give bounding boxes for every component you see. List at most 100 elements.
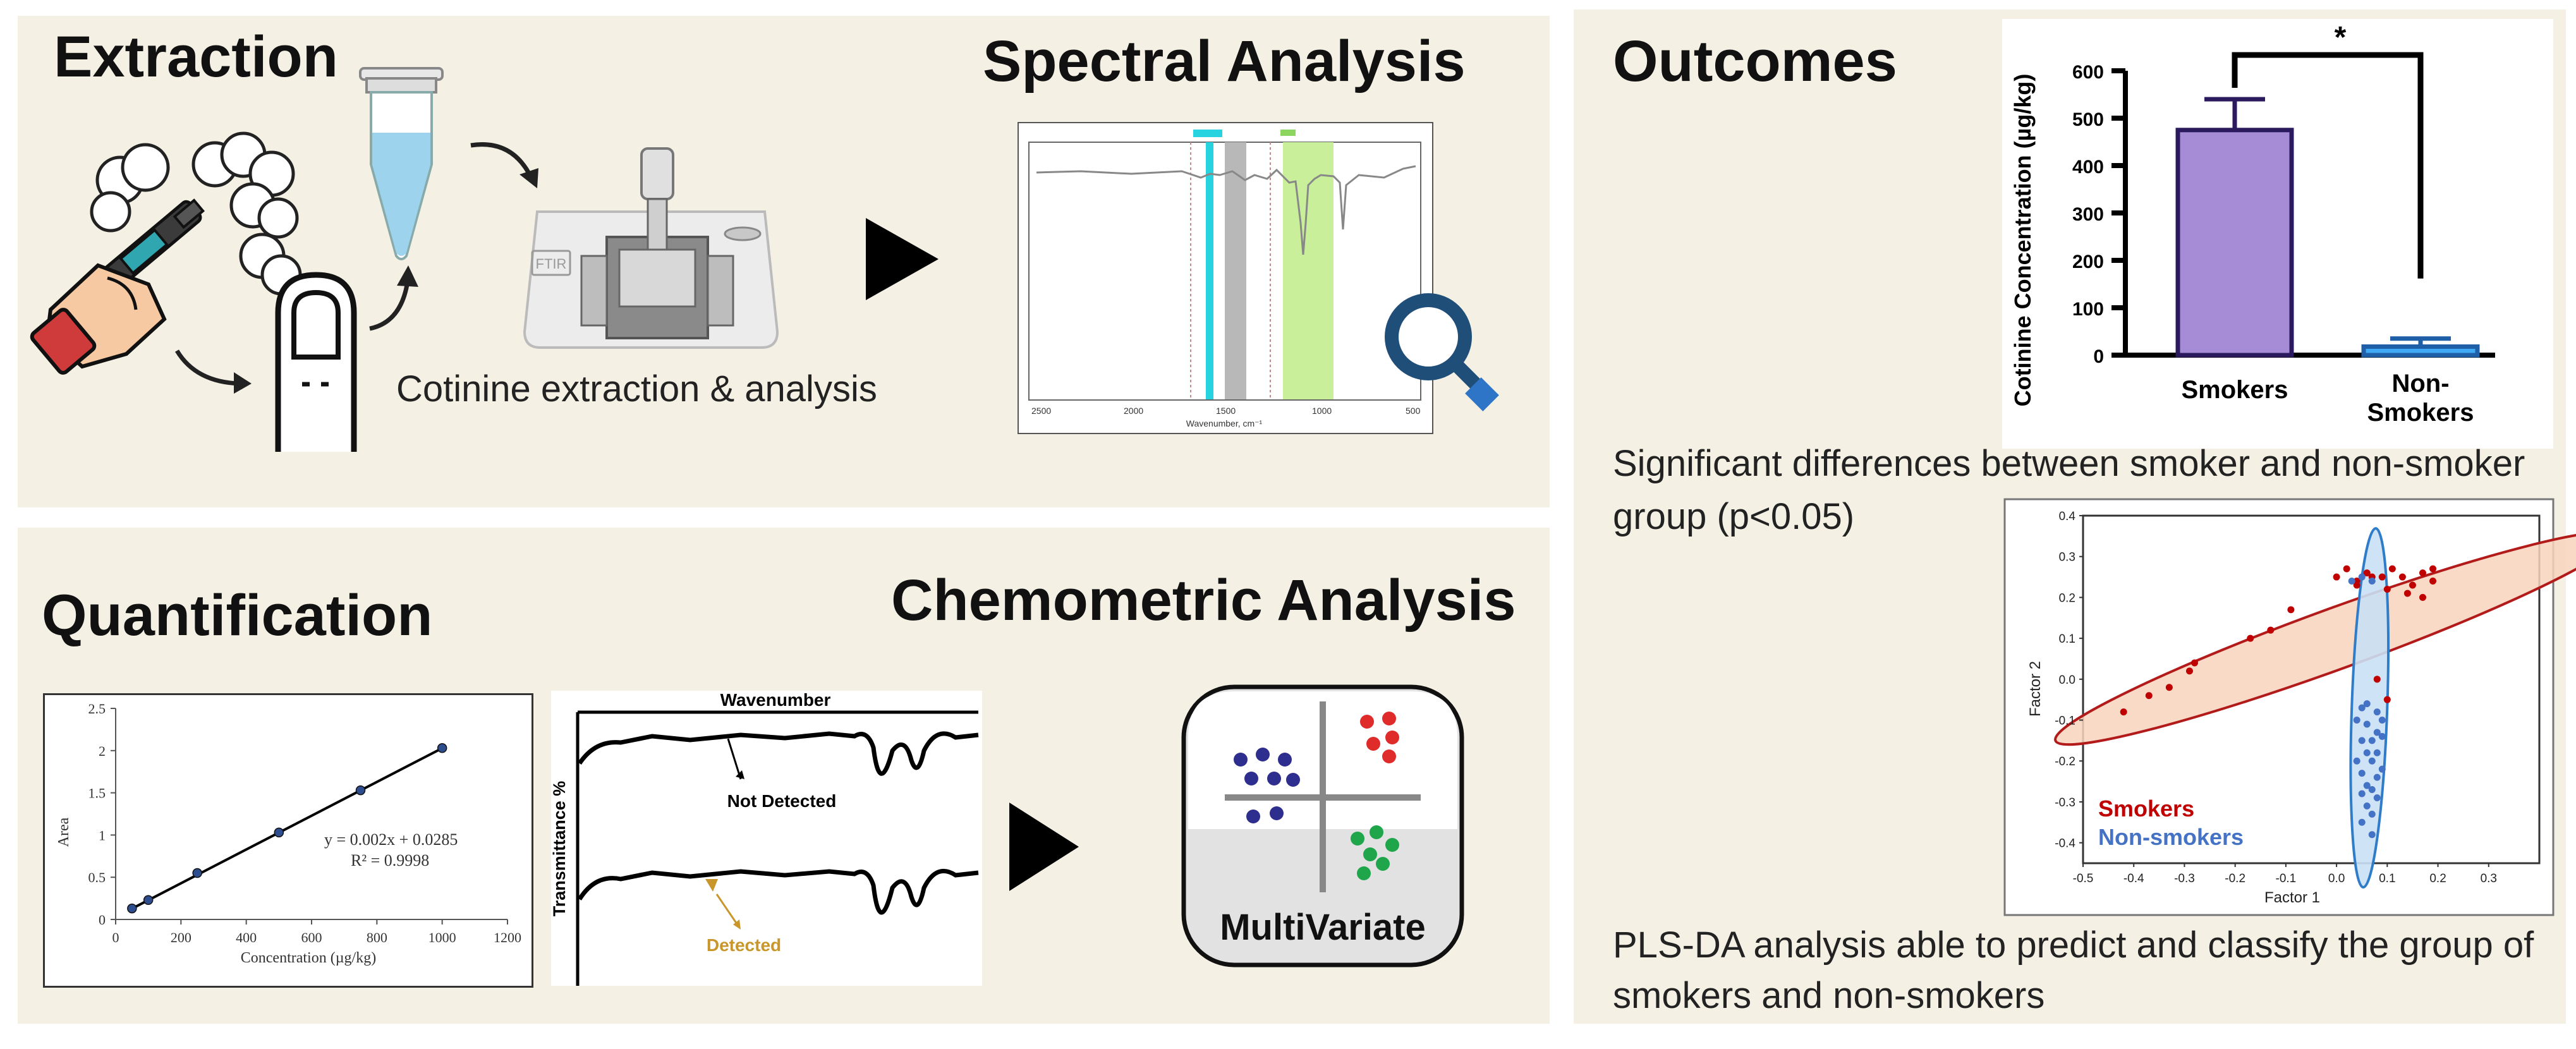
pls-xtick-label: -0.4 — [2123, 872, 2144, 885]
calibration-xtick-label: 400 — [236, 930, 257, 945]
smoker-point — [2165, 684, 2173, 691]
spectrum-tick: 2000 — [1124, 406, 1143, 416]
calibration-point — [274, 827, 284, 838]
bar-chart-ylabel: Cotinine Concentration (µg/kg) — [2010, 74, 2036, 407]
smoker-point — [2247, 634, 2254, 642]
calibration-xlabel: Concentration (µg/kg) — [241, 950, 376, 966]
calibration-point — [192, 868, 202, 878]
nonsmoker-point — [2353, 757, 2360, 765]
bar-category-label: Smokers — [2182, 376, 2288, 404]
smoker-point — [2419, 569, 2426, 577]
nonsmoker-point — [2363, 720, 2371, 728]
pls-xtick-label: 0.2 — [2429, 872, 2446, 885]
smoker-point — [2429, 565, 2437, 573]
pls-da-score-plot: -0.4-0.3-0.2-0.10.00.10.20.30.4 -0.5-0.4… — [2003, 498, 2576, 916]
smoker-point — [2363, 569, 2371, 577]
bar-ytick-label: 0 — [2093, 346, 2104, 367]
nonsmoker-point — [2378, 717, 2386, 724]
significance-star: * — [2335, 21, 2347, 54]
bar-ytick-label: 200 — [2072, 252, 2104, 272]
calibration-r2: R² = 0.9998 — [351, 851, 429, 870]
nonsmoker-point — [2373, 729, 2381, 736]
outcome-finding-plsda: PLS-DA analysis able to predict and clas… — [1613, 925, 2534, 1016]
pls-ytick-label: -0.2 — [2055, 755, 2075, 768]
pls-xtick-label: -0.1 — [2276, 872, 2297, 885]
extraction-caption: Cotinine extraction & analysis — [396, 368, 877, 409]
nonsmoker-point — [2373, 749, 2381, 756]
nonsmoker-point — [2358, 790, 2366, 797]
nonsmoker-point — [2358, 704, 2366, 712]
spectrum-tick: 2500 — [1031, 406, 1051, 416]
bar-ytick-label: 100 — [2072, 299, 2104, 320]
calibration-ytick-label: 2.5 — [88, 701, 106, 717]
spectrum-xlabel: Wavenumber, cm⁻¹ — [1186, 418, 1263, 428]
calibration-xtick-label: 600 — [301, 930, 322, 945]
arrow-icon — [174, 349, 252, 394]
detection-spectra: Wavenumber Transmittance % Not Detected … — [550, 690, 979, 986]
nonsmoker-point — [2373, 773, 2381, 781]
hand-illustration — [30, 263, 167, 375]
pls-xtick-label: 0.0 — [2328, 872, 2345, 885]
nonsmoker-point — [2353, 717, 2360, 724]
calibration-point — [143, 895, 154, 906]
nonsmoker-point — [2378, 732, 2386, 740]
smoker-point — [2145, 692, 2153, 700]
calibration-xtick-label: 1200 — [494, 930, 521, 945]
multivariate-label: MultiVariate — [1220, 907, 1426, 948]
bar-ytick-label: 600 — [2072, 62, 2104, 83]
outcome-finding-significance: Significant differences between smoker a… — [1613, 443, 2525, 537]
calibration-ytick-label: 1 — [99, 827, 106, 843]
smoker-point — [2333, 573, 2340, 581]
smoker-point — [2383, 585, 2391, 593]
smoker-point — [2185, 667, 2193, 675]
nonsmoker-point — [2348, 578, 2355, 585]
nonsmoker-point — [2368, 786, 2376, 794]
pls-legend-nonsmokers: Non-smokers — [2098, 824, 2244, 850]
smoker-point — [2409, 581, 2416, 589]
pls-legend-smokers: Smokers — [2098, 796, 2194, 822]
nonsmoker-point — [2358, 770, 2366, 777]
calibration-figure — [43, 693, 533, 988]
arrow-icon — [470, 142, 538, 188]
spectrum-tick: 1000 — [1312, 406, 1332, 416]
chemometric-title: Chemometric Analysis — [891, 568, 1516, 633]
calibration-point — [355, 785, 366, 796]
smoker-point — [2190, 659, 2198, 667]
nonsmoker-point — [2358, 573, 2366, 581]
bar — [2175, 128, 2294, 358]
pls-ytick-label: -0.4 — [2055, 837, 2075, 851]
calibration-xtick-label: 800 — [367, 930, 387, 945]
detected-label: Detected — [707, 935, 781, 955]
smoker-point — [2267, 626, 2275, 634]
smoker-point — [2383, 696, 2391, 703]
pls-ytick-label: -0.3 — [2055, 796, 2075, 809]
nonsmoker-point — [2368, 757, 2376, 765]
calibration-point — [437, 743, 447, 753]
calibration-point — [127, 903, 137, 914]
extraction-title: Extraction — [54, 25, 338, 89]
nonsmoker-point — [2363, 700, 2371, 708]
nonsmoker-point — [2373, 708, 2381, 716]
pls-xtick-label: 0.3 — [2481, 872, 2497, 885]
nonsmoker-point — [2368, 810, 2376, 818]
calibration-ytick-label: 2 — [99, 743, 106, 759]
spectrum-tick: 500 — [1406, 406, 1421, 416]
pls-ytick-label: 0.0 — [2059, 674, 2075, 687]
calibration-ytick-label: 0 — [99, 912, 106, 928]
nonsmoker-point — [2363, 782, 2371, 789]
play-arrow-icon — [1009, 803, 1079, 891]
spectral-title: Spectral Analysis — [983, 29, 1466, 94]
smoker-point — [2398, 573, 2406, 581]
outcomes-title: Outcomes — [1613, 29, 1897, 94]
quantification-title: Quantification — [42, 583, 433, 648]
nonsmoker-point — [2363, 802, 2371, 809]
pls-ytick-label: -0.1 — [2055, 715, 2075, 728]
bar-ytick-label: 500 — [2072, 109, 2104, 130]
nonsmoker-point — [2378, 765, 2386, 773]
nonsmoker-point — [2358, 737, 2366, 744]
calibration-xtick-label: 200 — [171, 930, 191, 945]
smoker-point — [2378, 573, 2386, 581]
smoker-point — [2343, 565, 2350, 573]
spectrum-plot: 2500 2000 1500 1000 500 Wavenumber, cm⁻¹ — [1028, 130, 1421, 428]
